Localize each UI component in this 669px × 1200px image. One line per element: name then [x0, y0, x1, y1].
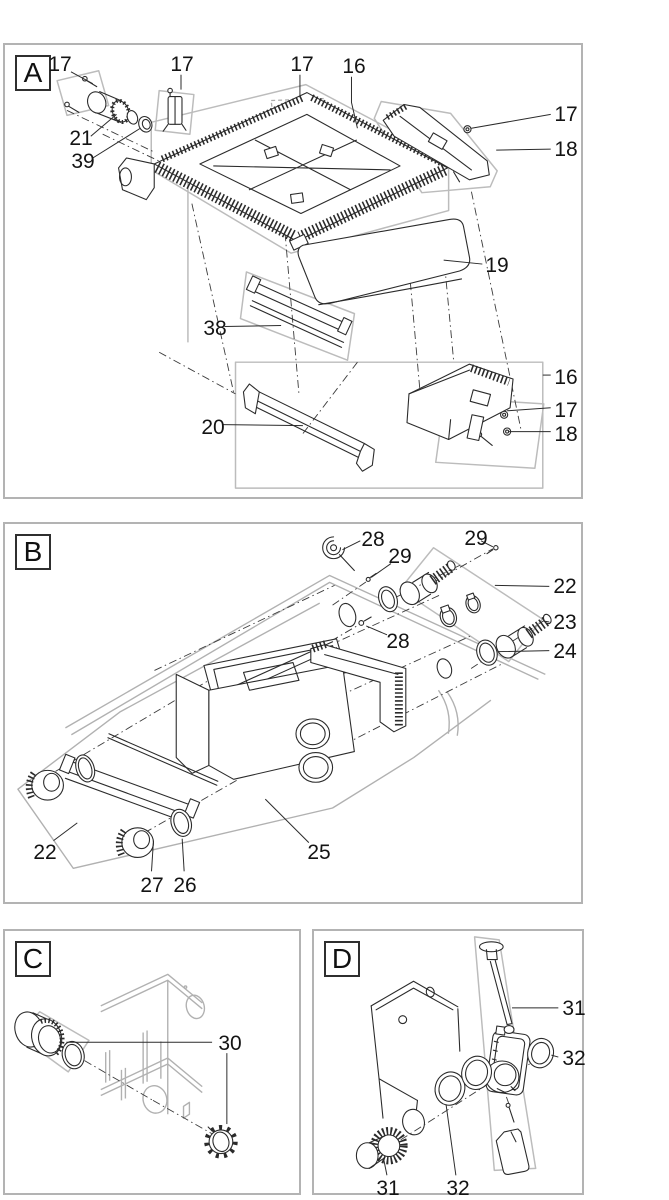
oring-drawing [61, 1040, 85, 1070]
part-21-rotor-drawing [87, 91, 139, 125]
panel-letter-d: D [324, 941, 360, 977]
callout-part-32: 32 [562, 1047, 586, 1070]
callout-part-22: 22 [33, 841, 57, 864]
part-23-connector-drawing [495, 613, 552, 659]
callout-part-22: 22 [553, 575, 577, 598]
callout-part-17: 17 [170, 53, 194, 76]
part-22-knob-drawing [25, 769, 64, 801]
tank-holes [338, 602, 453, 679]
callout-part-19: 19 [485, 254, 509, 277]
exploded-drawing-panel-c [14, 973, 238, 1159]
callout-part-38: 38 [203, 317, 227, 340]
part-39-ring-drawing [138, 115, 153, 133]
callout-part-39: 39 [71, 150, 95, 173]
part-32-ring-drawing [527, 1037, 555, 1069]
panel-c: C 30 [3, 929, 301, 1195]
bottom-bracket-drawing [406, 363, 514, 442]
callout-part-17: 17 [290, 53, 314, 76]
callout-part-29: 29 [388, 545, 412, 568]
callout-part-18: 18 [554, 423, 578, 446]
panel-letter-c: C [15, 941, 51, 977]
panel-b: B 28 29 29 22 23 24 28 25 22 27 26 [3, 522, 583, 904]
panel-letter-text: B [23, 536, 43, 567]
callout-part-30: 30 [218, 1032, 242, 1055]
callout-part-20: 20 [201, 416, 225, 439]
callout-part-24: 24 [553, 640, 577, 663]
panel-letter-text: C [22, 943, 44, 974]
panel-a: A 17 17 17 16 17 18 21 39 19 38 20 16 17… [3, 43, 583, 499]
lid-frame-drawing [117, 92, 449, 251]
callout-part-17: 17 [554, 103, 578, 126]
panel-letter-b: B [15, 534, 51, 570]
callout-part-26: 26 [173, 874, 197, 897]
part-28-spring-drawing [322, 536, 355, 572]
callout-part-31: 31 [376, 1177, 400, 1200]
panel-letter-a: A [15, 55, 51, 91]
callout-part-28: 28 [361, 528, 385, 551]
part-31-rod-drawing [478, 941, 513, 1026]
part-collar-drawing [14, 1011, 65, 1058]
part-26-oring-drawing [170, 808, 193, 837]
part-31-knob-drawing [355, 1127, 408, 1169]
exploded-drawing-panel-d [355, 936, 559, 1176]
latch-drawing [162, 95, 187, 132]
part-20-rail-drawing [242, 383, 375, 472]
leader-lines [53, 540, 550, 872]
callout-part-31: 31 [562, 997, 586, 1020]
part-24-oring-drawing [476, 639, 498, 666]
bracket-drawing [484, 1025, 531, 1096]
container-corner [370, 980, 461, 1136]
panel-letter-text: D [331, 943, 353, 974]
exploded-drawing-panel-a [56, 70, 551, 489]
leader-lines [383, 1007, 559, 1176]
part-27-knob-drawing [115, 827, 155, 859]
leader-lines [66, 1041, 228, 1125]
part-30-lockring-drawing [204, 1125, 238, 1159]
scraper-drawing [58, 733, 219, 825]
callout-part-17: 17 [554, 399, 578, 422]
highlight-box [473, 936, 537, 1172]
callout-part-18: 18 [554, 138, 578, 161]
callout-part-28: 28 [386, 630, 410, 653]
panel-d: D 31 32 31 32 [312, 929, 586, 1200]
part-25-assembly-drawing [175, 638, 407, 783]
callout-part-16: 16 [342, 55, 366, 78]
callout-part-27: 27 [140, 874, 164, 897]
callout-part-29: 29 [464, 527, 488, 550]
orings-drawing [434, 1055, 493, 1106]
callout-part-17: 17 [48, 53, 72, 76]
callout-part-25: 25 [307, 841, 331, 864]
tank-corner [100, 973, 206, 1119]
leader-lines [70, 71, 551, 433]
exploded-drawing-panel-b [17, 536, 552, 872]
part-38-strip-drawing [245, 275, 353, 348]
flap-drawing [495, 1102, 530, 1175]
top-bracket-drawing [382, 103, 490, 183]
cover-drawing [297, 218, 471, 306]
callout-part-32: 32 [446, 1177, 470, 1200]
panel-letter-text: A [23, 57, 43, 88]
callout-part-23: 23 [553, 611, 577, 634]
callout-part-16: 16 [554, 366, 578, 389]
callout-part-21: 21 [69, 127, 93, 150]
oring-drawing [75, 754, 96, 783]
hose-kit-drawing [377, 560, 481, 628]
